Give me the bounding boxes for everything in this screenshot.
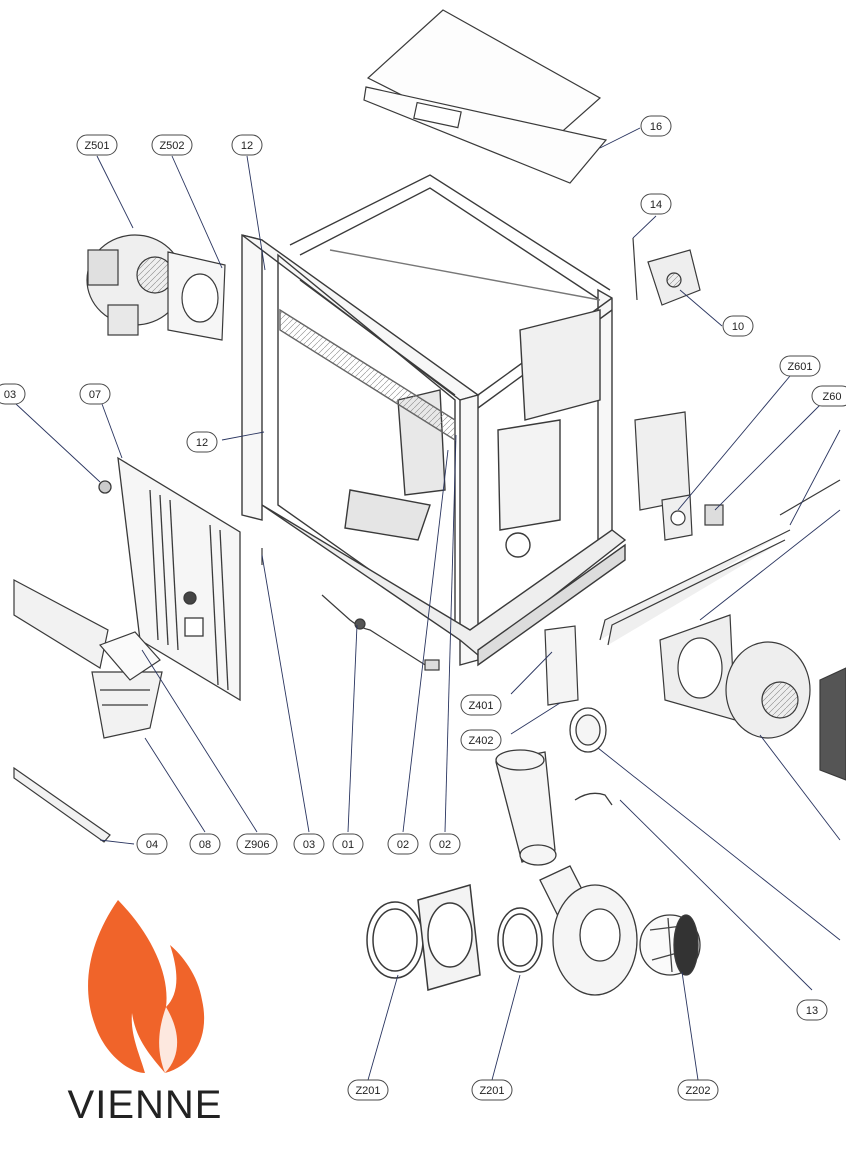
- callout-bubble: [79, 383, 111, 405]
- flame-logo-icon: [88, 900, 205, 1073]
- callout-08: 08: [189, 833, 221, 855]
- callout-label: Z502: [159, 140, 184, 152]
- callout-bubble: [640, 193, 672, 215]
- callout-label: 03: [4, 389, 16, 401]
- callout-label: Z201: [479, 1085, 504, 1097]
- callout-bubble: [186, 431, 218, 453]
- callout-label: 12: [241, 140, 253, 152]
- callout-16: 16: [640, 115, 672, 137]
- callout-bubble: [76, 134, 118, 156]
- callout-z60x: Z60: [811, 385, 846, 407]
- callout-z201b: Z201: [471, 1079, 513, 1101]
- cabinet-frame: [241, 174, 627, 667]
- callout-03b: 03: [293, 833, 325, 855]
- callout-label: Z906: [244, 839, 269, 851]
- callout-z601: Z601: [779, 355, 821, 377]
- callout-bubble: [640, 115, 672, 137]
- callout-bubble: [347, 1079, 389, 1101]
- callout-bubble: [151, 134, 193, 156]
- front-panel: [98, 456, 241, 702]
- left-parts: [13, 579, 163, 843]
- callout-bubble: [236, 833, 278, 855]
- lower-right-blower: [659, 614, 846, 781]
- callout-label: 07: [89, 389, 101, 401]
- callout-label: Z202: [685, 1085, 710, 1097]
- cable-and-brackets: [261, 548, 440, 671]
- callout-07: 07: [79, 383, 111, 405]
- callout-14: 14: [640, 193, 672, 215]
- callout-z201a: Z201: [347, 1079, 389, 1101]
- callout-bubble: [471, 1079, 513, 1101]
- callout-bubble: [677, 1079, 719, 1101]
- callout-bubble: [189, 833, 221, 855]
- callout-label: Z402: [468, 735, 493, 747]
- callout-z906: Z906: [236, 833, 278, 855]
- callout-label: 14: [650, 199, 662, 211]
- callout-bubble: [387, 833, 419, 855]
- callout-bubble: [231, 134, 263, 156]
- top-cover-plate: [363, 9, 608, 184]
- callout-10: 10: [722, 315, 754, 337]
- callout-label: 10: [732, 321, 744, 333]
- callout-label: Z401: [468, 700, 493, 712]
- callout-02b: 02: [429, 833, 461, 855]
- upper-blower: [86, 234, 226, 341]
- callout-z501: Z501: [76, 134, 118, 156]
- callout-01: 01: [332, 833, 364, 855]
- callout-bubble: [722, 315, 754, 337]
- callout-bubble: [460, 694, 502, 716]
- control-board: [632, 237, 701, 306]
- flue-components: [495, 707, 701, 996]
- callout-label: Z601: [787, 361, 812, 373]
- callout-bubble: [332, 833, 364, 855]
- callout-bubble: [811, 385, 846, 407]
- callout-label: 12: [196, 437, 208, 449]
- callout-z202: Z202: [677, 1079, 719, 1101]
- callout-z502: Z502: [151, 134, 193, 156]
- callout-12b: 12: [186, 431, 218, 453]
- callout-label: 13: [806, 1005, 818, 1017]
- callout-z401: Z401: [460, 694, 502, 716]
- brand-name: VIENNE: [67, 1083, 223, 1127]
- right-components: [544, 411, 841, 706]
- callout-bubble: [796, 999, 828, 1021]
- callout-label: 02: [397, 839, 409, 851]
- callout-bubble: [429, 833, 461, 855]
- callout-12a: 12: [231, 134, 263, 156]
- callout-label: 16: [650, 121, 662, 133]
- callout-03a: 03: [0, 383, 26, 405]
- callout-z402: Z402: [460, 729, 502, 751]
- callout-bubble: [460, 729, 502, 751]
- callout-label: 01: [342, 839, 354, 851]
- callout-13: 13: [796, 999, 828, 1021]
- gasket-rings: [366, 884, 543, 991]
- callout-bubble: [136, 833, 168, 855]
- leader-lines: [15, 127, 841, 1081]
- callout-bubble: [293, 833, 325, 855]
- callout-label: Z60: [823, 391, 842, 403]
- callout-label: Z501: [84, 140, 109, 152]
- callout-label: 03: [303, 839, 315, 851]
- callout-label: 04: [146, 839, 158, 851]
- callout-label: Z201: [355, 1085, 380, 1097]
- callout-02a: 02: [387, 833, 419, 855]
- callout-bubble: [0, 383, 26, 405]
- callout-label: 08: [199, 839, 211, 851]
- callout-bubble: [779, 355, 821, 377]
- callout-04: 04: [136, 833, 168, 855]
- callout-label: 02: [439, 839, 451, 851]
